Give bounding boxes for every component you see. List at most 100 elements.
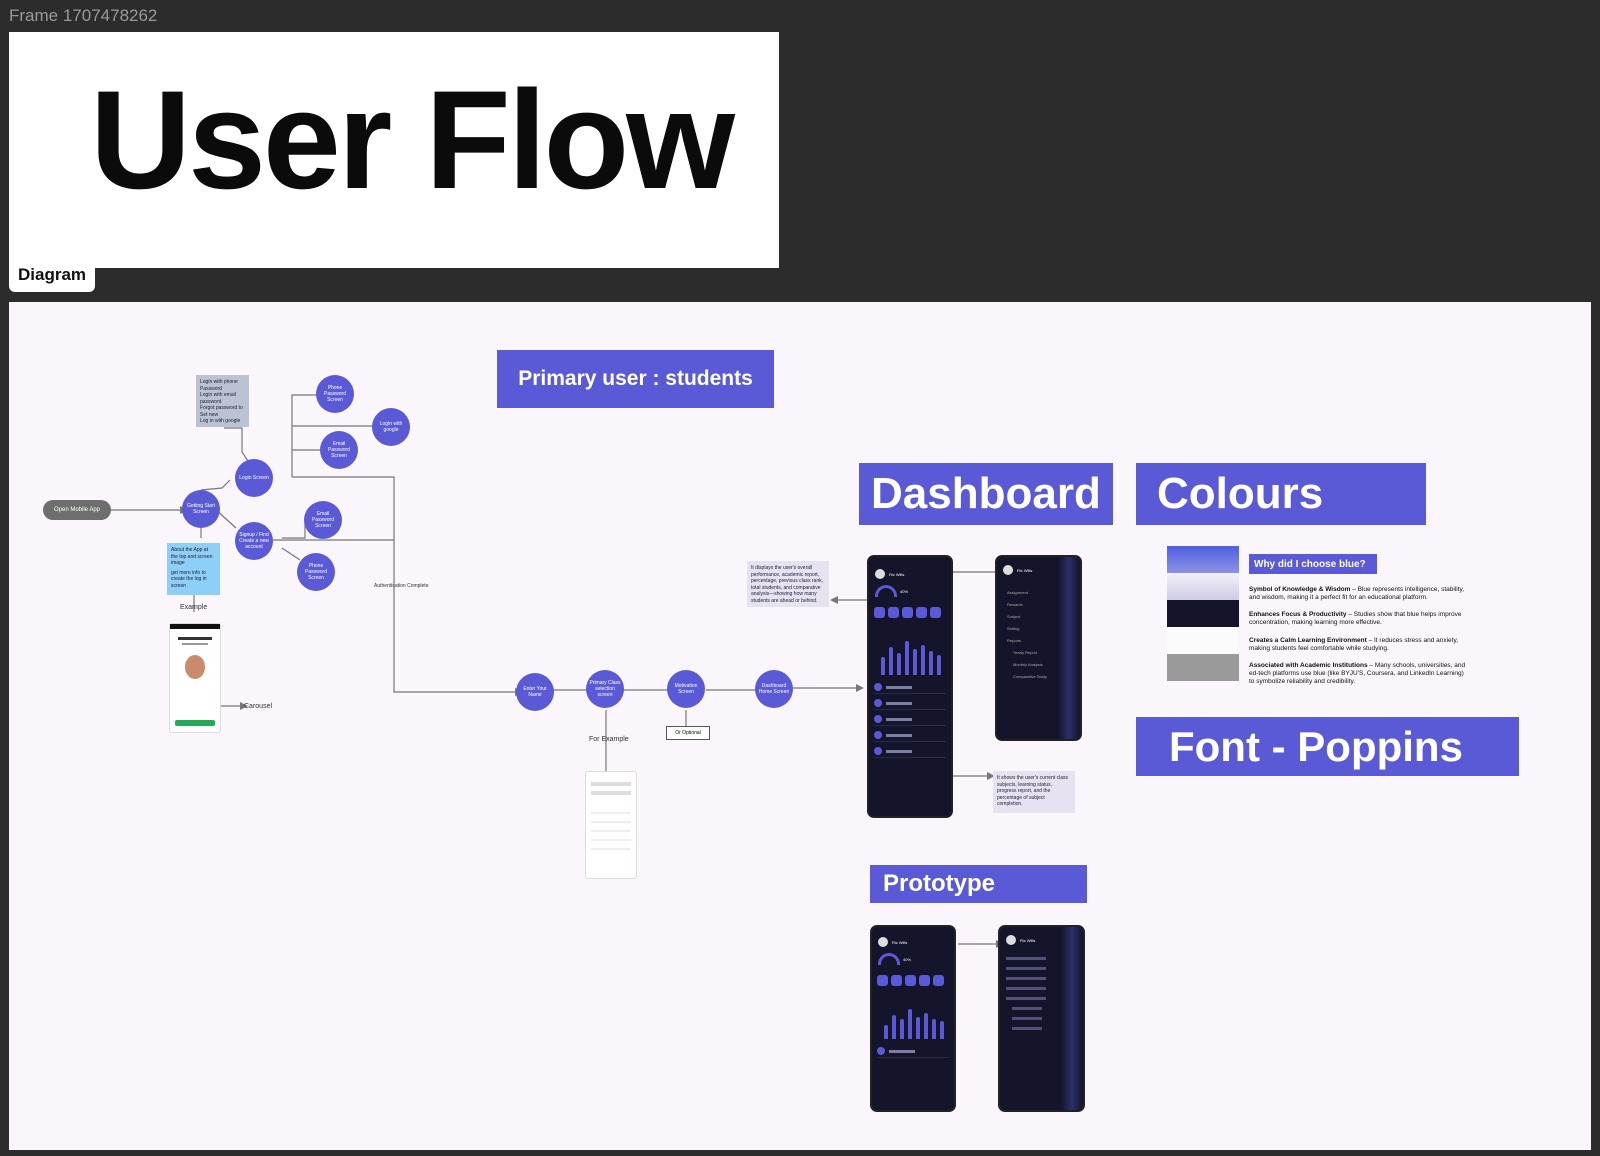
reason-title: Enhances Focus & Productivity [1249, 611, 1347, 619]
rank-chips [877, 973, 949, 991]
reason-title: Symbol of Knowledge & Wisdom [1249, 586, 1351, 593]
user-name: Ric Wills [889, 571, 905, 577]
performance-bar-chart [878, 1003, 948, 1039]
dashboard-phone-screen[interactable]: Ric Wills 40% [867, 555, 953, 818]
menu-item[interactable]: Subject [1007, 614, 1021, 619]
email-password-node-2[interactable]: Email Password Screen [304, 501, 342, 539]
list-item [591, 782, 631, 786]
login-option-item: Log in with google [200, 418, 241, 424]
menu-item[interactable]: Yearly Report [1013, 650, 1038, 655]
enter-name-node[interactable]: Enter Your Name [516, 673, 554, 711]
login-option-item: Login with phone Password [200, 379, 238, 392]
blur-strip [1061, 927, 1083, 1110]
colours-banner[interactable]: Colours [1136, 463, 1426, 525]
subject-row[interactable] [877, 1045, 949, 1058]
illustration-icon [185, 655, 205, 679]
rank-chips [874, 605, 946, 623]
get-started-button[interactable] [175, 720, 215, 726]
motivation-node[interactable]: Motivation Screen [667, 670, 705, 708]
swatch-white[interactable] [1167, 627, 1239, 654]
subject-row[interactable] [874, 681, 946, 694]
primary-class-node[interactable]: Primary Class selection screen [586, 670, 624, 708]
getting-started-node[interactable]: Getting Start Screen [182, 490, 220, 528]
user-name: Ric Wills [892, 939, 908, 945]
prototype-drawer-screen[interactable]: Ric Wills [998, 925, 1085, 1112]
avatar[interactable] [1006, 935, 1016, 945]
menu-item[interactable]: Monthly Analysis [1013, 662, 1043, 667]
drawer-menu[interactable]: Assignment Rewards Subject Setting Repor… [1007, 587, 1080, 683]
login-option-item: Login with email password [200, 392, 236, 405]
page-title: User Flow [90, 61, 735, 218]
about-note-line: About the App at the top and screen imag… [171, 547, 213, 566]
heading-line [178, 637, 212, 640]
dashboard-note-left: It displays the user's overall performan… [747, 561, 829, 607]
frame-label[interactable]: Frame 1707478262 [9, 6, 158, 25]
avatar[interactable] [875, 569, 885, 579]
primary-user-banner[interactable]: Primary user : students [497, 350, 774, 408]
menu-item[interactable]: Comparative Study [1013, 674, 1048, 679]
user-flow-title-card[interactable] [9, 32, 779, 268]
drawer-phone-screen[interactable]: Ric Wills Assignment Rewards Subject Set… [995, 555, 1082, 741]
open-mobile-app-node[interactable]: Open Mobile App [43, 500, 111, 520]
onboarding-example-screen[interactable] [169, 623, 221, 733]
diagram-tab[interactable]: Diagram [9, 258, 95, 292]
why-blue-heading: Why did I choose blue? [1249, 554, 1377, 574]
class-selection-example-screen[interactable] [585, 771, 637, 879]
menu-item[interactable] [1006, 957, 1046, 960]
about-app-note[interactable]: About the App at the top and screen imag… [167, 543, 220, 595]
example-label: Example [180, 604, 208, 611]
menu-item[interactable] [1006, 977, 1046, 980]
menu-item[interactable] [1006, 987, 1046, 990]
avatar[interactable] [878, 937, 888, 947]
dashboard-home-node[interactable]: Dashboard Home Screen [755, 670, 793, 708]
dashboard-banner[interactable]: Dashboard [859, 463, 1113, 525]
menu-item[interactable]: Reports [1007, 638, 1022, 643]
menu-item[interactable]: Rewards [1007, 602, 1023, 607]
subject-row[interactable] [874, 729, 946, 742]
subject-row[interactable] [874, 713, 946, 726]
login-option-item: Forgot password to Set new [200, 405, 243, 418]
phone-password-node-2[interactable]: Phone Password Screen [297, 553, 335, 591]
reason-text: – Studies show that blue helps improve c… [1249, 611, 1462, 627]
subject-row[interactable] [874, 697, 946, 710]
prototype-banner[interactable]: Prototype [870, 865, 1087, 903]
subject-row[interactable] [874, 745, 946, 758]
menu-item[interactable] [1012, 1017, 1042, 1020]
signup-node[interactable]: Signup / Find Create a new account [235, 522, 273, 560]
colour-swatches [1167, 546, 1239, 681]
carousel-label: Carousel [244, 703, 273, 710]
font-banner[interactable]: Font - Poppins [1136, 717, 1519, 776]
optional-box[interactable]: Or Optional [666, 726, 710, 740]
prototype-dashboard-screen[interactable]: Ric Wills 40% [870, 925, 956, 1112]
reason-title: Associated with Academic Institutions [1249, 661, 1368, 669]
percentage-gauge [878, 953, 900, 965]
reason-item: Associated with Academic Institutions – … [1249, 662, 1467, 686]
phone-password-node[interactable]: Phone Password Screen [316, 375, 354, 413]
user-name: Ric Wills [1020, 937, 1036, 943]
reason-text: – It reduces stress and anxiety, making … [1249, 636, 1459, 652]
class-grid [591, 805, 631, 855]
menu-item[interactable] [1012, 1007, 1042, 1010]
blur-strip [1058, 557, 1080, 739]
colour-reasons: Symbol of Knowledge & Wisdom – Blue repr… [1249, 586, 1467, 686]
about-note-line: get more info to create the log in scree… [171, 569, 207, 589]
reason-item: Enhances Focus & Productivity – Studies … [1249, 611, 1467, 627]
swatch-grey[interactable] [1167, 654, 1239, 681]
menu-item[interactable]: Assignment [1007, 590, 1028, 595]
login-options-note[interactable]: Login with phone Password Login with ema… [196, 375, 249, 427]
email-password-node[interactable]: Email Password Screen [320, 431, 358, 469]
menu-item[interactable] [1006, 967, 1046, 970]
menu-item[interactable] [1012, 1027, 1042, 1030]
login-screen-node[interactable]: Login Screen [235, 459, 273, 497]
swatch-lavender[interactable] [1167, 573, 1239, 600]
user-name: Ric Wills [1017, 567, 1033, 573]
swatch-navy[interactable] [1167, 600, 1239, 627]
avatar[interactable] [1003, 565, 1013, 575]
login-google-node[interactable]: Login with google [372, 408, 410, 446]
status-bar [170, 624, 220, 629]
menu-item[interactable]: Setting [1007, 626, 1020, 631]
swatch-blue[interactable] [1167, 546, 1239, 573]
percentage-value: 40% [900, 588, 909, 594]
menu-item[interactable] [1006, 997, 1046, 1000]
